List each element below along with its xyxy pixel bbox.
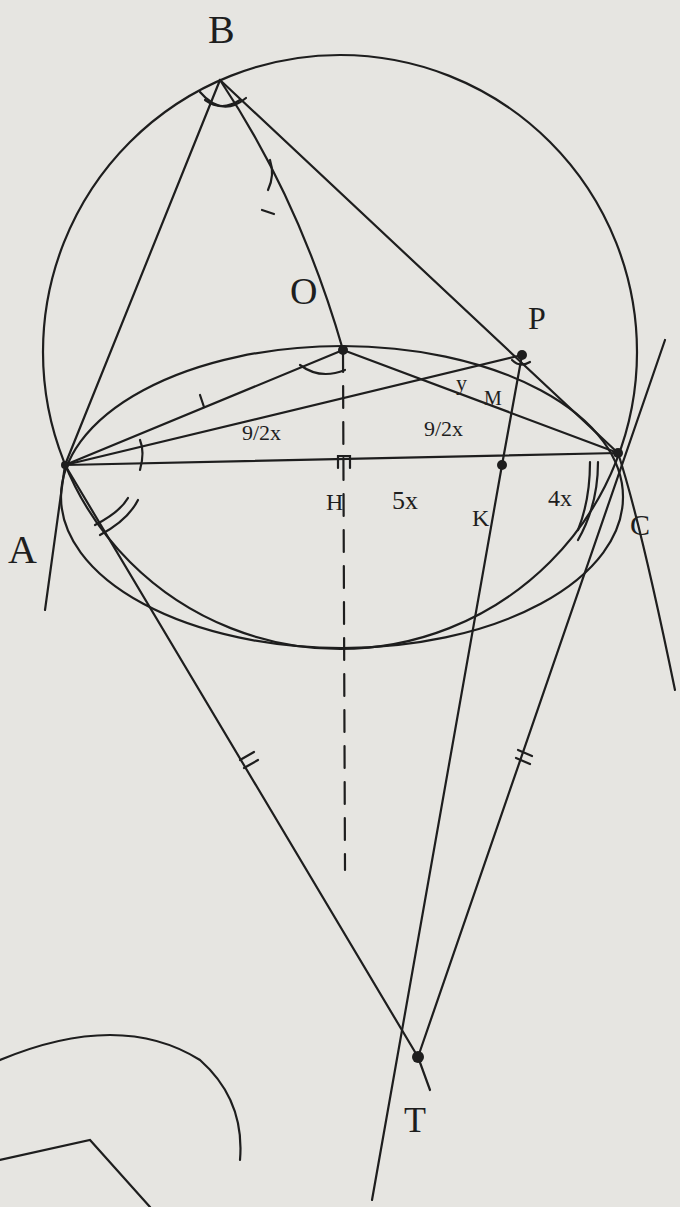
- point-label: C: [630, 510, 650, 540]
- point-label: A: [8, 530, 37, 570]
- length-label: 5x: [392, 488, 418, 514]
- point-label: T: [404, 1102, 426, 1138]
- circumcircle: [43, 55, 637, 649]
- point-label: O: [290, 272, 317, 310]
- length-label: 9/2x: [242, 422, 281, 444]
- point-label: H: [326, 490, 343, 514]
- point-label: K: [472, 506, 489, 530]
- length-label: 9/2x: [424, 418, 463, 440]
- angle-label: y: [456, 372, 467, 394]
- length-label: 4x: [548, 486, 572, 510]
- point-label: P: [528, 302, 546, 334]
- point-label: M: [484, 388, 502, 408]
- inner-circle: [61, 346, 623, 648]
- point-label: B: [208, 10, 235, 50]
